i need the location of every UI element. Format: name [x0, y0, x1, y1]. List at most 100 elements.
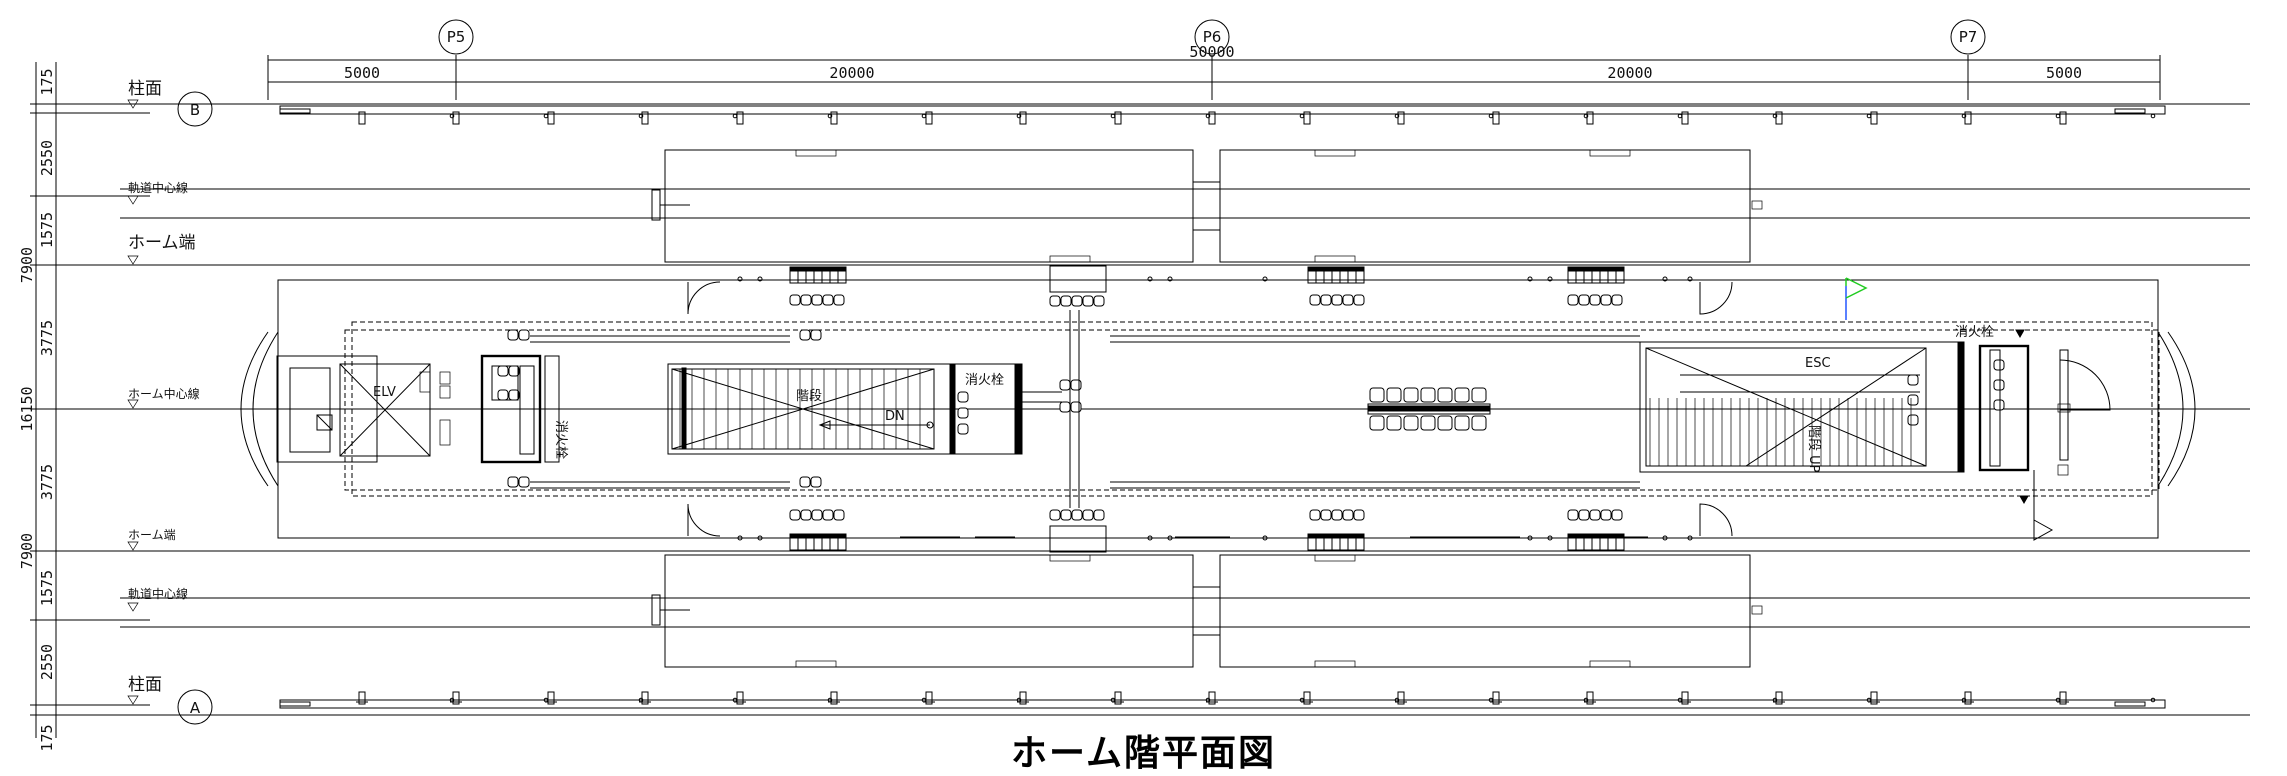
bench-seat [1071, 295, 1083, 307]
platform-marker [1262, 535, 1268, 541]
bench-seat [1342, 294, 1354, 306]
center-seat [1369, 415, 1385, 431]
grille-edge [1307, 533, 1365, 539]
grille-edge [1567, 533, 1625, 539]
bench-seat [518, 329, 530, 341]
bench-seat [799, 476, 811, 488]
level-labels: 柱面 軌道中心線 ホーム端 ホーム中心線 ホーム端 軌道中心線 柱面 [127, 79, 200, 705]
center-seat [1437, 387, 1453, 403]
dim-top-1: 5000 [344, 64, 380, 82]
bench-seat [789, 509, 801, 521]
bench-seat [1611, 294, 1623, 306]
rail-post [830, 691, 838, 705]
platform-marker [737, 276, 743, 282]
bench-seat [1071, 509, 1083, 521]
dim-left-2: 2550 [38, 140, 56, 176]
platform-marker [1527, 276, 1533, 282]
rail-post [736, 111, 744, 125]
label-column-face-top: 柱面 [128, 79, 162, 99]
rail-post [1208, 111, 1216, 125]
bench-seat [800, 509, 812, 521]
dim-left-5: 3775 [38, 320, 56, 356]
bench-seat [1353, 509, 1365, 521]
dim-top-total: 50000 [1189, 43, 1234, 61]
rail-post [641, 691, 649, 705]
rail-post [925, 691, 933, 705]
bench-seat [957, 423, 969, 435]
rail-post [1775, 111, 1783, 125]
bench-seat [1611, 509, 1623, 521]
bench-seat [1907, 374, 1919, 386]
rail-post [1303, 691, 1311, 705]
down-label: DN [885, 409, 905, 424]
bench-seat [1082, 509, 1094, 521]
bench-seat [833, 294, 845, 306]
bench-seat [833, 509, 845, 521]
rail-post [1019, 111, 1027, 125]
grille-edge [1307, 266, 1365, 272]
center-seating [1367, 387, 1491, 431]
bench-seat [1567, 509, 1579, 521]
center-conduit [1049, 265, 1107, 553]
center-seat [1437, 415, 1453, 431]
platform-marker [1687, 276, 1693, 282]
bench-seat [1049, 295, 1061, 307]
row-label-b: B [190, 101, 200, 119]
label-platform-center: ホーム中心線 [128, 386, 200, 401]
label-platform-edge-bottom: ホーム端 [128, 528, 176, 542]
bench-seat [1082, 295, 1094, 307]
hydrant-right-label: 消火栓 [1955, 325, 1994, 340]
rail-post [1019, 691, 1027, 705]
dim-left-1: 175 [38, 68, 56, 95]
rail-bolt [1866, 113, 1872, 119]
rail-post [358, 111, 366, 125]
center-seat [1386, 387, 1402, 403]
bench-seat [1342, 509, 1354, 521]
top-dimension-chain: 5000 20000 50000 20000 5000 [267, 43, 2161, 100]
dim-left-8: 7900 [18, 533, 36, 569]
row-label-a: A [190, 699, 201, 717]
grid-bubbles: P5 P6 P7 B A [177, 19, 1986, 725]
rail-post [736, 691, 744, 705]
left-dimension-texts: 175 2550 1575 7900 3775 16150 3775 7900 … [18, 68, 56, 751]
stair-down-block: 階段 DN 消火栓 [667, 363, 1062, 455]
label-column-face-bottom: 柱面 [128, 675, 162, 695]
center-seat [1471, 415, 1487, 431]
bench-seat [1907, 414, 1919, 426]
rail-bolt [1110, 113, 1116, 119]
platform-marker [1167, 276, 1173, 282]
platform-marker [1167, 535, 1173, 541]
bench-seat [1578, 294, 1590, 306]
bench-seat [789, 294, 801, 306]
dim-top-4: 20000 [1607, 64, 1652, 82]
track-lower [651, 554, 1763, 668]
hydrant-left-label: 消火栓 [553, 420, 568, 459]
dim-top-2: 20000 [829, 64, 874, 82]
dim-top-5: 5000 [2046, 64, 2082, 82]
center-seat [1420, 387, 1436, 403]
bench-seat [1060, 295, 1072, 307]
bench-seat [957, 407, 969, 419]
label-platform-edge-top: ホーム端 [128, 233, 196, 253]
bench-seat [1353, 294, 1365, 306]
rail-post [925, 111, 933, 125]
rail-bolt [2055, 113, 2061, 119]
grid-label-p6: P6 [1203, 28, 1222, 46]
rail-post [1114, 111, 1122, 125]
rail-post [547, 691, 555, 705]
bench-seat [810, 329, 822, 341]
center-seat [1454, 415, 1470, 431]
rail-post [1397, 111, 1405, 125]
center-seat [1386, 415, 1402, 431]
rail-post [1870, 691, 1878, 705]
dim-left-7: 3775 [38, 464, 56, 500]
bench-seat [497, 389, 509, 401]
bench-seat [1309, 509, 1321, 521]
track-upper [651, 149, 1763, 263]
bench-seat [1589, 294, 1601, 306]
rail-bolt [732, 113, 738, 119]
dim-left-9: 1575 [38, 570, 56, 606]
rail-post [358, 691, 366, 705]
bench-seat [1993, 399, 2005, 411]
